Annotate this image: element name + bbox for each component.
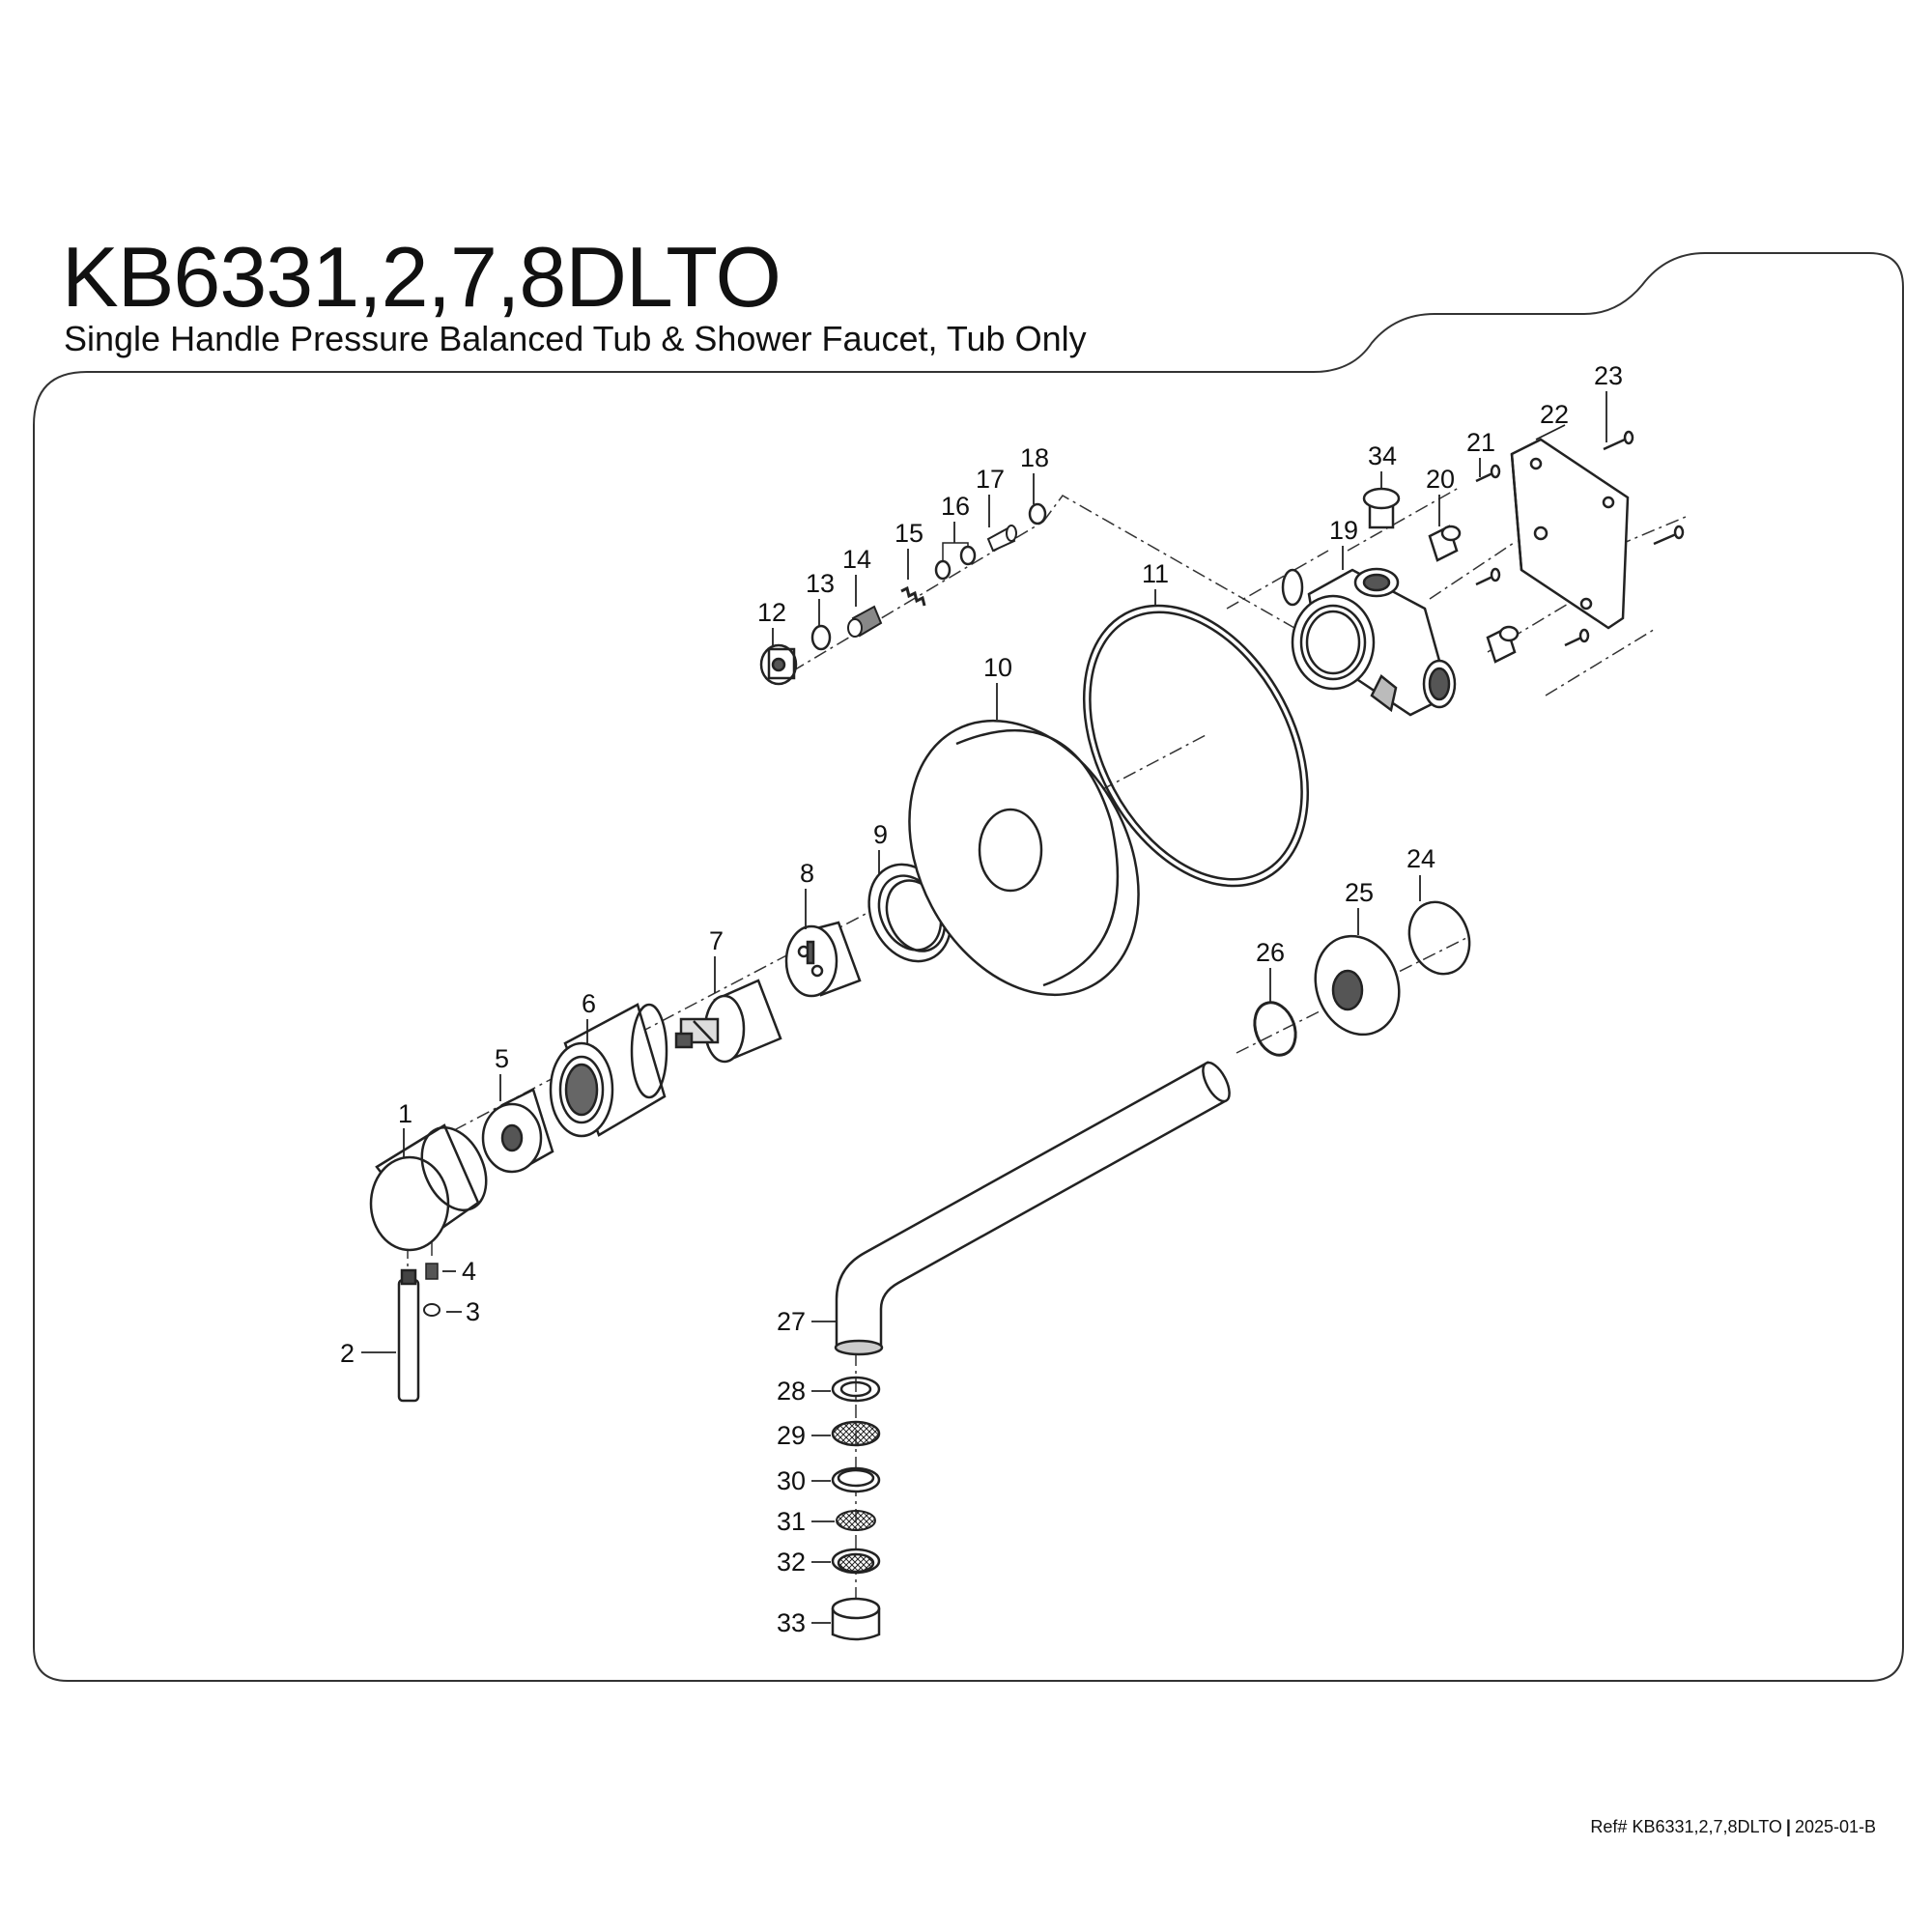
part-28-washer (831, 1376, 881, 1403)
callout-14: 14 (842, 545, 871, 574)
reference-line: Ref# KB6331,2,7,8DLTO|2025-01-B (1590, 1817, 1876, 1837)
part-31-mesh (836, 1510, 876, 1531)
callout-21: 21 (1466, 428, 1495, 457)
callout-13: 13 (806, 569, 835, 598)
callout-24: 24 (1406, 844, 1435, 873)
callout-27: 27 (777, 1307, 806, 1336)
part-2-lever-rod (397, 1268, 420, 1403)
page-subtitle: Single Handle Pressure Balanced Tub & Sh… (64, 319, 1087, 358)
part-15-spring (900, 585, 926, 607)
part-30-ring (831, 1466, 881, 1493)
part-6-sleeve (549, 1003, 668, 1138)
reference-separator: | (1785, 1817, 1791, 1836)
callout-34: 34 (1368, 441, 1397, 470)
part-11-gasket (1082, 604, 1310, 888)
part-17-pin (986, 525, 1017, 553)
callout-25: 25 (1345, 878, 1374, 907)
callout-3: 3 (466, 1297, 480, 1326)
part-1-handle (369, 1123, 488, 1252)
callout-20: 20 (1426, 465, 1455, 494)
callout-26: 26 (1256, 938, 1285, 967)
callout-16: 16 (941, 492, 970, 521)
frame-border (33, 252, 1904, 1682)
part-8-balance-unit (784, 921, 862, 998)
part-26-washer (1253, 1001, 1297, 1057)
callout-2: 2 (340, 1339, 355, 1368)
callout-9: 9 (873, 820, 888, 849)
callout-6: 6 (582, 989, 596, 1018)
part-4-set-screw (425, 1263, 439, 1280)
callout-5: 5 (495, 1044, 509, 1073)
part-23-screws (1603, 430, 1685, 546)
callout-18: 18 (1020, 443, 1049, 472)
callout-23: 23 (1594, 361, 1623, 390)
part-24-o-ring (1407, 900, 1471, 976)
callout-7: 7 (709, 926, 724, 955)
callout-32: 32 (777, 1548, 806, 1577)
part-3-screw (423, 1303, 440, 1317)
page-title: KB6331,2,7,8DLTO (62, 229, 781, 325)
callout-12: 12 (757, 598, 786, 627)
callout-4: 4 (462, 1257, 476, 1286)
part-25-flange (1314, 934, 1401, 1037)
callout-8: 8 (800, 859, 814, 888)
callout-10: 10 (983, 653, 1012, 682)
part-19-valve-body (1281, 567, 1457, 717)
callout-17: 17 (976, 465, 1005, 494)
reference-revision: 2025-01-B (1794, 1817, 1876, 1836)
part-16-washers (934, 542, 977, 581)
leader-lines (361, 391, 1607, 1624)
part-32-insert (831, 1548, 881, 1575)
part-14-stem (847, 605, 883, 638)
part-33-aerator-housing (831, 1597, 881, 1641)
callout-labels: 1 2 3 4 5 6 7 8 9 10 11 12 13 14 15 16 1… (340, 361, 1623, 1637)
callout-31: 31 (777, 1507, 806, 1536)
part-20-spacers (1428, 525, 1520, 664)
callout-22: 22 (1540, 400, 1569, 429)
part-10-escutcheon (908, 719, 1140, 997)
callout-33: 33 (777, 1608, 806, 1637)
callout-11: 11 (1142, 559, 1169, 588)
callout-1: 1 (398, 1099, 412, 1128)
part-34-plug (1362, 487, 1401, 529)
part-21-screws (1475, 464, 1590, 647)
reference-model: Ref# KB6331,2,7,8DLTO (1590, 1817, 1782, 1836)
callout-15: 15 (895, 519, 923, 548)
part-13-o-ring (810, 624, 832, 651)
part-18-washer (1028, 502, 1047, 526)
part-22-mounting-plate (1510, 438, 1630, 630)
part-7-cartridge (674, 979, 782, 1064)
callout-29: 29 (777, 1421, 806, 1450)
part-12-cap (759, 643, 798, 686)
part-5-adapter (481, 1088, 554, 1174)
part-27-spout (834, 1061, 1231, 1356)
callout-19: 19 (1329, 516, 1358, 545)
part-29-screen (831, 1420, 881, 1447)
callout-28: 28 (777, 1377, 806, 1406)
callout-30: 30 (777, 1466, 806, 1495)
